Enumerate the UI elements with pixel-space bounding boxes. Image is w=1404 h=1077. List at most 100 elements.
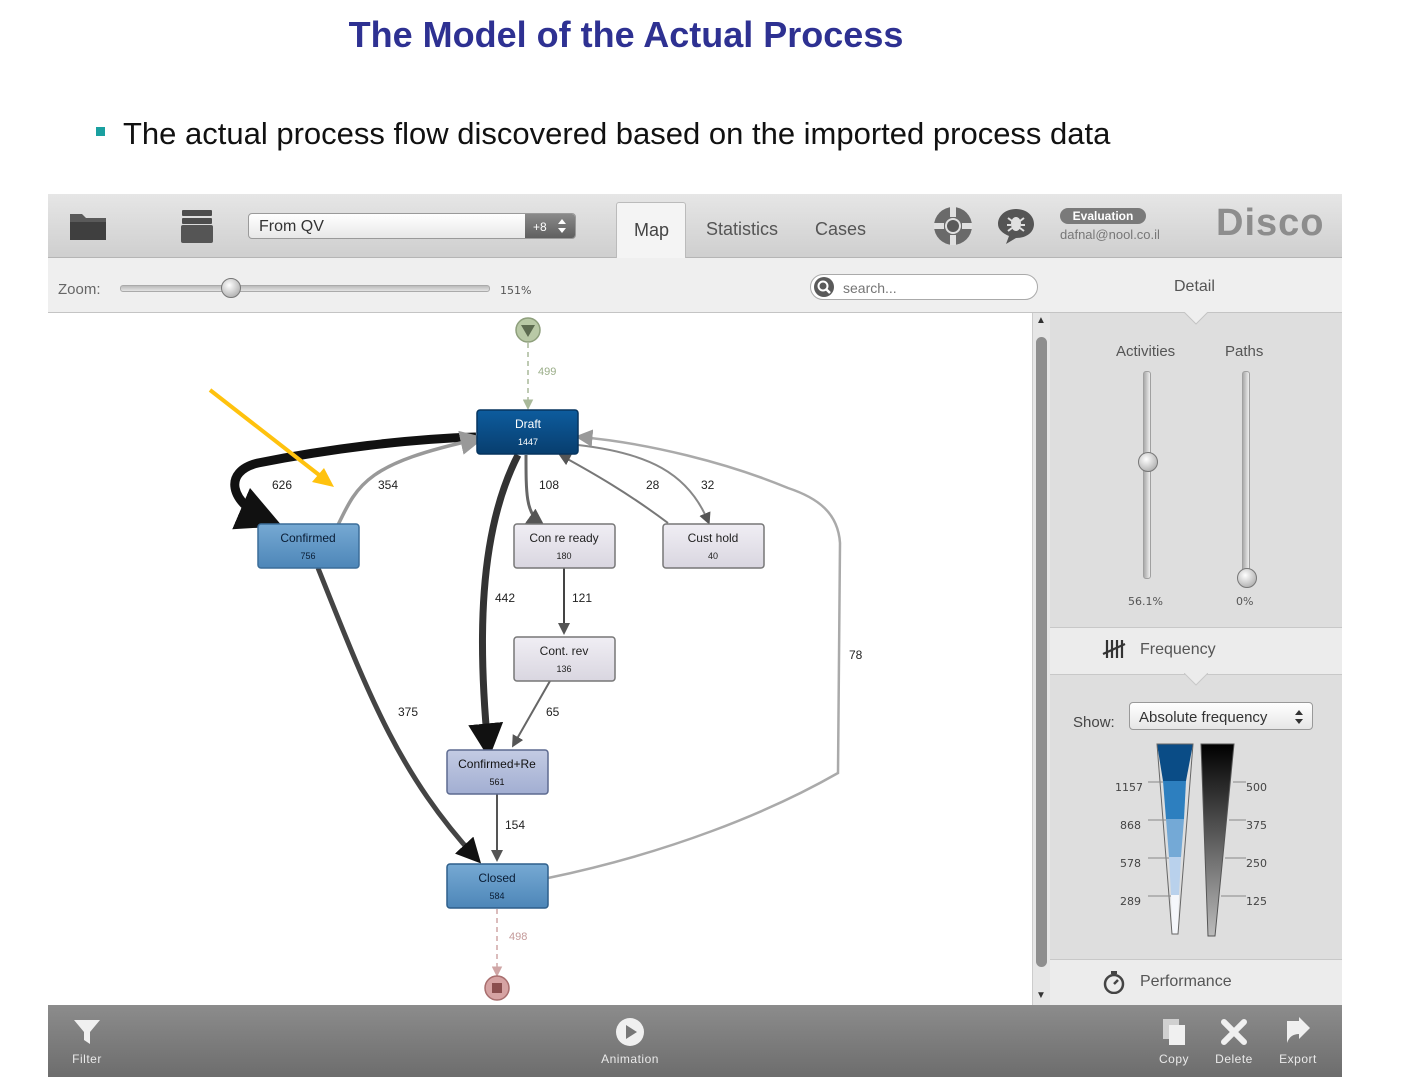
dataset-select[interactable]: From QV +8 [248, 213, 576, 239]
lifebuoy-icon[interactable] [932, 205, 974, 247]
slide-title: The Model of the Actual Process [348, 14, 904, 55]
zoom-slider-track[interactable] [120, 285, 490, 292]
brand-logo: Disco [1216, 202, 1325, 244]
map-scrollbar[interactable]: ▲ ▼ [1032, 313, 1050, 1005]
filter-button[interactable]: Filter [66, 1017, 108, 1066]
scroll-up-icon[interactable]: ▲ [1036, 315, 1046, 326]
copy-label: Copy [1158, 1052, 1189, 1066]
copy-icon [1163, 1019, 1185, 1045]
node-contrev-count: 136 [556, 664, 571, 674]
edge-draft-custhold[interactable] [577, 444, 711, 525]
node-custhold-count: 40 [708, 551, 718, 561]
frequency-label: Frequency [1140, 641, 1216, 658]
highlight-arrow-head [312, 468, 334, 487]
edge-label-draft-confirmed: 626 [272, 478, 292, 492]
tab-cases[interactable]: Cases [815, 219, 867, 239]
detail-title: Detail [1174, 278, 1215, 295]
legend-right-tick: 375 [1246, 819, 1267, 832]
bottom-action-bar: Filter Animation Copy Delete [48, 1005, 1342, 1077]
performance-mode[interactable]: Performance [1050, 959, 1342, 1007]
detail-header: Detail [1050, 258, 1342, 313]
show-select[interactable]: Absolute frequency [1129, 702, 1313, 730]
node-cont-rev[interactable]: Cont. rev 136 [513, 636, 616, 682]
node-cust-hold[interactable]: Cust hold 40 [662, 523, 765, 569]
show-select-value: Absolute frequency [1139, 709, 1268, 726]
tab-map[interactable]: Map [616, 202, 686, 258]
edge-label-start: 499 [538, 366, 556, 378]
updown-arrows-icon [558, 219, 566, 233]
show-label: Show: [1073, 714, 1115, 731]
paths-label: Paths [1225, 343, 1264, 360]
start-triangle-icon [521, 325, 535, 337]
node-custhold-name: Cust hold [688, 531, 739, 545]
node-draft[interactable]: Draft 1447 [476, 409, 579, 455]
updown-arrows-icon [1295, 710, 1303, 724]
animation-label: Animation [601, 1052, 659, 1066]
edge-label-end: 498 [509, 931, 527, 943]
end-square-icon [492, 983, 502, 993]
delete-button[interactable]: Delete [1212, 1017, 1256, 1066]
edge-closed-draft[interactable] [547, 429, 842, 880]
legend-right-tick: 125 [1246, 895, 1267, 908]
copy-button[interactable]: Copy [1154, 1017, 1194, 1066]
edge-label-confirmed-closed: 375 [398, 705, 418, 719]
node-confirmed-re[interactable]: Confirmed+Re 561 [446, 749, 549, 795]
edge-contrev-confirmedre[interactable] [512, 680, 551, 748]
frequency-legend [1148, 743, 1246, 937]
edge-draft-confirmed[interactable] [230, 432, 477, 530]
node-conre-name: Con re ready [529, 531, 598, 545]
edge-label-draft-confirmedre: 442 [495, 591, 515, 605]
edge-draft-conre[interactable] [524, 454, 545, 527]
activities-slider-handle[interactable] [1138, 452, 1158, 473]
stopwatch-icon [1103, 971, 1125, 994]
dataset-icon[interactable] [180, 208, 214, 244]
tab-map-label: Map [634, 220, 670, 240]
legend-left-tick: 289 [1120, 895, 1141, 908]
zoom-value: 151% [500, 284, 532, 297]
main-toolbar: From QV +8 Map Statistics Cases Evaluati… [48, 194, 1342, 258]
edge-confirmed-draft[interactable] [336, 430, 485, 526]
frequency-mode[interactable]: Frequency [1050, 627, 1342, 675]
paths-slider-track[interactable] [1242, 371, 1250, 579]
scrollbar-thumb[interactable] [1036, 337, 1047, 967]
edge-label-draft-custhold: 32 [701, 478, 715, 492]
legend-left-tick: 578 [1120, 857, 1141, 870]
edge-confirmed-closed[interactable] [315, 567, 482, 864]
process-map-canvas[interactable]: 499 498 626 354 108 28 [48, 313, 1032, 1005]
zoom-label: Zoom: [58, 281, 101, 298]
user-email: dafnal@nool.co.il [1060, 227, 1160, 242]
search-field[interactable] [810, 274, 1038, 300]
node-closed[interactable]: Closed 584 [446, 863, 549, 909]
slide-bullet-text: The actual process flow discovered based… [123, 116, 1111, 151]
edge-draft-confirmedre[interactable] [468, 453, 522, 759]
node-draft-count: 1447 [518, 437, 538, 447]
node-conre-count: 180 [556, 551, 571, 561]
node-confirmed[interactable]: Confirmed 756 [257, 523, 360, 569]
zoom-slider-handle[interactable] [221, 278, 242, 298]
node-closed-name: Closed [478, 871, 515, 885]
scroll-down-icon[interactable]: ▼ [1036, 990, 1046, 1001]
process-map: 499 498 626 354 108 28 [208, 317, 863, 1001]
tab-statistics[interactable]: Statistics [706, 219, 779, 239]
edge-label-contrev-confirmedre: 65 [546, 705, 560, 719]
filter-label: Filter [72, 1052, 102, 1066]
bug-speech-icon[interactable] [996, 207, 1036, 245]
activities-slider-track[interactable] [1143, 371, 1151, 579]
export-arrow-icon [1287, 1017, 1310, 1043]
paths-slider-handle[interactable] [1237, 568, 1257, 588]
performance-label: Performance [1140, 973, 1232, 990]
delete-label: Delete [1215, 1052, 1253, 1066]
folder-icon[interactable] [68, 208, 108, 242]
detail-pointer-icon [1184, 312, 1208, 325]
node-confirmedre-name: Confirmed+Re [458, 757, 536, 771]
highlight-arrow [208, 388, 325, 480]
node-conre-ready[interactable]: Con re ready 180 [513, 523, 616, 569]
search-input[interactable] [841, 278, 1025, 298]
dataset-count-badge[interactable]: +8 [525, 214, 575, 238]
dataset-count: +8 [533, 220, 547, 234]
edge-label-custhold-draft: 28 [646, 478, 660, 492]
edge-custhold-draft[interactable] [558, 454, 669, 524]
export-button[interactable]: Export [1276, 1017, 1320, 1066]
disco-app-window: From QV +8 Map Statistics Cases Evaluati… [48, 194, 1342, 1077]
animation-button[interactable]: Animation [596, 1017, 664, 1066]
